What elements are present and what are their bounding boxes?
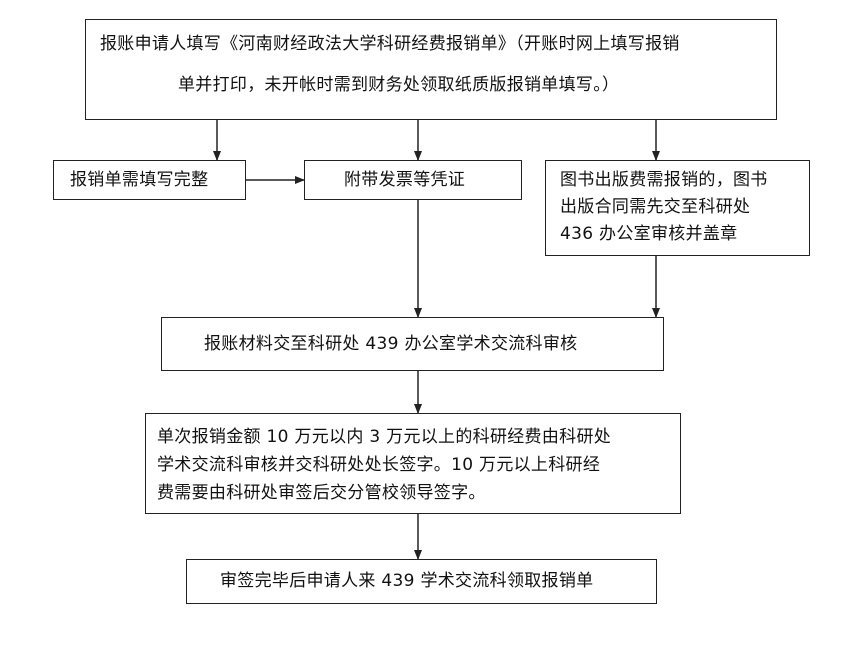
node-book-publication-line1: 图书出版费需报销的，图书 [560, 170, 768, 190]
node-submit-materials [161, 317, 664, 371]
node-book-publication-line2: 出版合同需先交至科研处 [560, 197, 751, 217]
node-collect-form [186, 559, 657, 604]
node-book-publication-line3: 436 办公室审核并盖章 [560, 224, 738, 244]
node-attach-invoice [304, 160, 522, 200]
node-fill-form-line2: 单并打印，未开帐时需到财务处领取纸质版报销单填写。） [178, 75, 620, 95]
node-fill-form-line1: 报账申请人填写《河南财经政法大学科研经费报销单》（开账时网上填写报销 [100, 34, 680, 54]
node-signature-rules-line2: 学术交流科审核并交科研处处长签字。10 万元以上科研经 [157, 455, 601, 475]
node-signature-rules-line3: 费需要由科研处审签后交分管校领导签字。 [157, 483, 486, 503]
node-attach-invoice-label: 附带发票等凭证 [344, 170, 466, 190]
node-signature-rules [145, 413, 681, 514]
node-submit-materials-label: 报账材料交至科研处 439 办公室学术交流科审核 [204, 334, 578, 354]
node-book-publication [545, 160, 810, 256]
node-collect-form-label: 审签完毕后申请人来 439 学术交流科领取报销单 [220, 571, 594, 591]
node-form-complete [53, 160, 246, 200]
node-form-complete-label: 报销单需填写完整 [70, 170, 209, 190]
node-signature-rules-line1: 单次报销金额 10 万元以内 3 万元以上的科研经费由科研处 [157, 427, 612, 447]
node-fill-form [85, 19, 777, 120]
